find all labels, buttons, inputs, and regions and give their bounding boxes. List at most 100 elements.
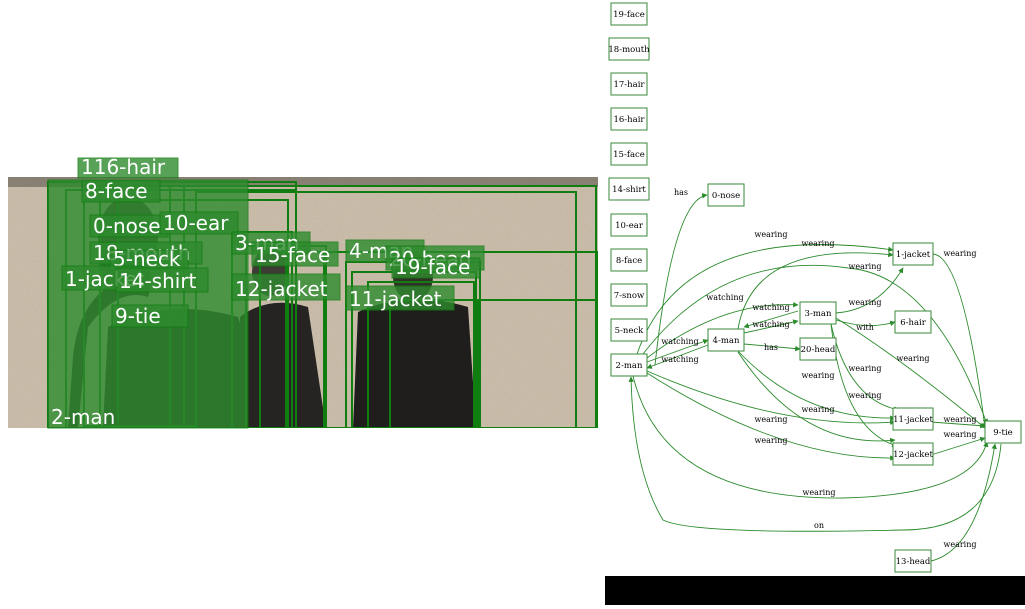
- graph-node-label: 20-head: [801, 345, 836, 355]
- graph-node-18-mouth: 18-mouth: [608, 37, 650, 61]
- edge-4-man-to-3-man: [743, 319, 799, 334]
- edge-label: wearing: [848, 364, 881, 373]
- edge-3-man-to-1-jacket: [835, 267, 904, 314]
- detection-label-bg: [345, 285, 455, 311]
- edge-4-man-to-11-jacket: [737, 350, 896, 421]
- graph-node-9-tie: 9-tie: [984, 420, 1022, 444]
- edge-2-man-to-12-jacket: [646, 372, 896, 461]
- graph-node-7-snow: 7-snow: [610, 283, 648, 307]
- graph-node-box: [610, 248, 648, 272]
- graph-node-box: [707, 183, 745, 207]
- graph-node-box: [610, 318, 648, 342]
- graph-node-label: 6-hair: [900, 318, 927, 328]
- edge-3-man-to-4-man: [743, 310, 799, 329]
- graph-node-label: 5-neck: [615, 326, 645, 336]
- detection-labels: 116-hair2-man8-face0-nose10-ear3-man18-m…: [47, 155, 485, 429]
- graph-node-13-head: 13-head: [894, 549, 932, 573]
- detection-11-jacket: 11-jacket: [345, 285, 455, 311]
- graph-node-box: [608, 37, 650, 61]
- edge-label: wearing: [848, 298, 881, 307]
- graph-node-label: 10-ear: [615, 221, 644, 231]
- graph-node-8-face: 8-face: [610, 248, 648, 272]
- graph-node-box: [610, 353, 648, 377]
- graph-node-0-nose: 0-nose: [707, 183, 745, 207]
- graph-node-label: 7-snow: [614, 291, 645, 301]
- edge-2-man-to-3-man: [646, 301, 799, 359]
- edge-4-man-to-1-jacket: [737, 251, 894, 330]
- edge-label: wearing: [848, 391, 881, 400]
- graph-node-label: 15-face: [613, 150, 645, 160]
- detection-label: 0-nose: [93, 214, 161, 238]
- graph-node-4-man: 4-man: [707, 328, 745, 352]
- graph-node-box: [610, 72, 648, 96]
- graph-node-box: [610, 283, 648, 307]
- horizon-shadow: [8, 177, 598, 187]
- man-right-body: [353, 299, 476, 428]
- graph-node-label: 0-nose: [712, 191, 740, 201]
- detection-label-bg: [115, 267, 209, 293]
- edge-4-man-to-12-jacket: [737, 351, 896, 444]
- detection-label-bg: [231, 273, 341, 301]
- graph-node-3-man: 3-man: [799, 301, 837, 325]
- detection-15-face: 15-face: [251, 241, 339, 267]
- graph-node-label: 2-man: [616, 361, 643, 371]
- graph-node-label: 3-man: [805, 309, 832, 319]
- edge-label: watching: [661, 337, 698, 346]
- graph-canvas: haswearingwearingwearingwearingwatchingw…: [605, 2, 1025, 605]
- detection-label-bg: [391, 257, 481, 279]
- edge-label: wearing: [754, 230, 787, 239]
- detection-8-face: 8-face: [81, 179, 161, 203]
- edge-2-man-to-9-tie: [632, 375, 989, 499]
- edge-label: watching: [752, 303, 789, 312]
- edge-label: watching: [661, 355, 698, 364]
- graph-node-box: [608, 177, 650, 201]
- graph-node-15-face: 15-face: [610, 142, 648, 166]
- detection-label-bg: [77, 157, 179, 179]
- bottom-bar: [605, 576, 1025, 605]
- graph-node-box: [984, 420, 1022, 444]
- graph-node-box: [892, 242, 934, 266]
- edge-label: wearing: [754, 415, 787, 424]
- graph-node-19-face: 19-face: [610, 2, 648, 26]
- graph-node-label: 1-jacket: [896, 250, 931, 260]
- graph-node-box: [707, 328, 745, 352]
- graph-node-label: 19-face: [613, 10, 645, 20]
- detection-10-ear: 10-ear: [159, 211, 239, 235]
- graph-node-box: [610, 142, 648, 166]
- edge-label: wearing: [943, 540, 976, 549]
- edge-label: wearing: [754, 436, 787, 445]
- detection-label: 2-man: [51, 405, 115, 429]
- graph-node-label: 18-mouth: [608, 45, 650, 55]
- detection-label-bg: [111, 304, 189, 328]
- graph-node-5-neck: 5-neck: [610, 318, 648, 342]
- edge-3-man-to-12-jacket: [830, 323, 898, 448]
- graph-node-label: 9-tie: [993, 428, 1012, 438]
- edge-label: watching: [752, 320, 789, 329]
- graph-node-label: 17-hair: [613, 80, 645, 90]
- detection-label: 9-tie: [115, 304, 161, 328]
- edge-label: with: [856, 323, 874, 332]
- edge-2-man-to-9-tie: [642, 264, 988, 425]
- detection-label-bg: [81, 179, 161, 203]
- graph-node-1-jacket: 1-jacket: [892, 242, 934, 266]
- detection-label: 10-ear: [163, 211, 229, 235]
- detection-label-bg: [251, 241, 339, 267]
- edge-1-jacket-to-9-tie: [932, 253, 988, 429]
- graph-node-label: 14-shirt: [612, 185, 646, 195]
- man-middle-body: [236, 302, 326, 428]
- graph-node-box: [799, 301, 837, 325]
- edge-3-man-to-9-tie: [835, 317, 986, 429]
- detection-19-face: 19-face: [391, 255, 481, 279]
- graph-node-label: 4-man: [713, 336, 740, 346]
- graph-node-label: 12-jacket: [893, 450, 933, 460]
- edge-4-man-to-2-man: [646, 344, 709, 369]
- graph-node-label: 13-head: [896, 557, 931, 567]
- edge-label: wearing: [802, 488, 835, 497]
- edge-label: on: [814, 521, 824, 530]
- graph-node-box: [610, 213, 648, 237]
- edge-label: wearing: [801, 371, 834, 380]
- graph-node-box: [799, 337, 837, 361]
- detection-5-neck: 5-neck: [109, 247, 189, 271]
- edge-11-jacket-to-9-tie: [930, 421, 986, 429]
- edge-label: wearing: [943, 249, 976, 258]
